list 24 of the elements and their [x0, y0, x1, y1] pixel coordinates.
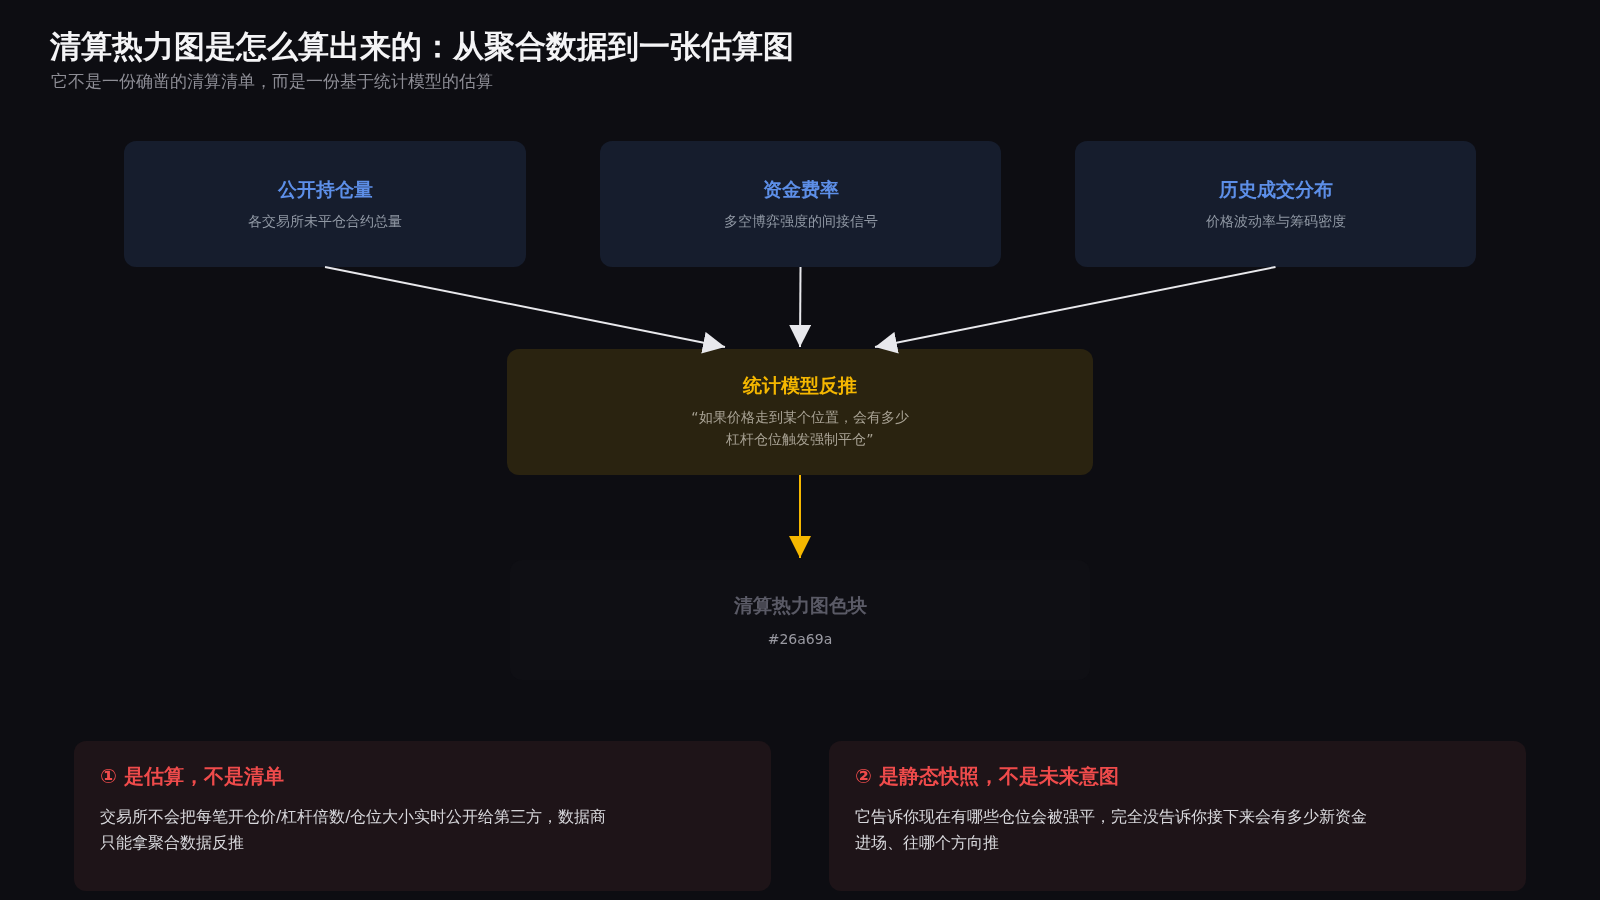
card-description: 价格波动率与筹码密度 [1205, 213, 1346, 231]
page-title: 清算热力图是怎么算出来的：从聚合数据到一张估算图 [50, 27, 794, 66]
card-description: “如果价格走到某个位置，会有多少杠杆仓位触发强制平仓” [690, 408, 910, 449]
arrow [789, 266, 812, 348]
card-description: 交易所不会把每笔开仓价/杠杆倍数/仓位大小实时公开给第三方，数据商只能拿聚合数据反推 [100, 807, 608, 855]
card-heading: 资金费率 [762, 177, 839, 202]
card-heading: ② 是静态快照，不是未来意图 [855, 763, 1120, 790]
card-heading: 历史成交分布 [1218, 177, 1333, 202]
subtitle: 它不是一份确凿的清算清单，而是一份基于统计模型的估算 [51, 70, 493, 93]
arrow [874, 266, 1277, 354]
card-description: #26a69a [767, 631, 833, 647]
card-heading: 公开持仓量 [277, 177, 373, 202]
card-description: 多空博弈强度的间接信号 [723, 213, 878, 231]
card-description: 各交易所未平仓合约总量 [248, 213, 402, 231]
arrow [789, 474, 811, 559]
data-source-card [600, 141, 1001, 267]
card-heading: 清算热力图色块 [733, 593, 867, 618]
card-heading: 统计模型反推 [743, 373, 857, 399]
card-heading: ① 是估算，不是清单 [100, 763, 285, 790]
arrow [324, 266, 726, 354]
data-source-card [124, 141, 526, 267]
data-source-card [1075, 141, 1476, 267]
card-description: 它告诉你现在有哪些仓位会被强平，完全没告诉你接下来会有多少新资金进场、往哪个方向推 [855, 807, 1368, 855]
model-card [507, 349, 1093, 475]
